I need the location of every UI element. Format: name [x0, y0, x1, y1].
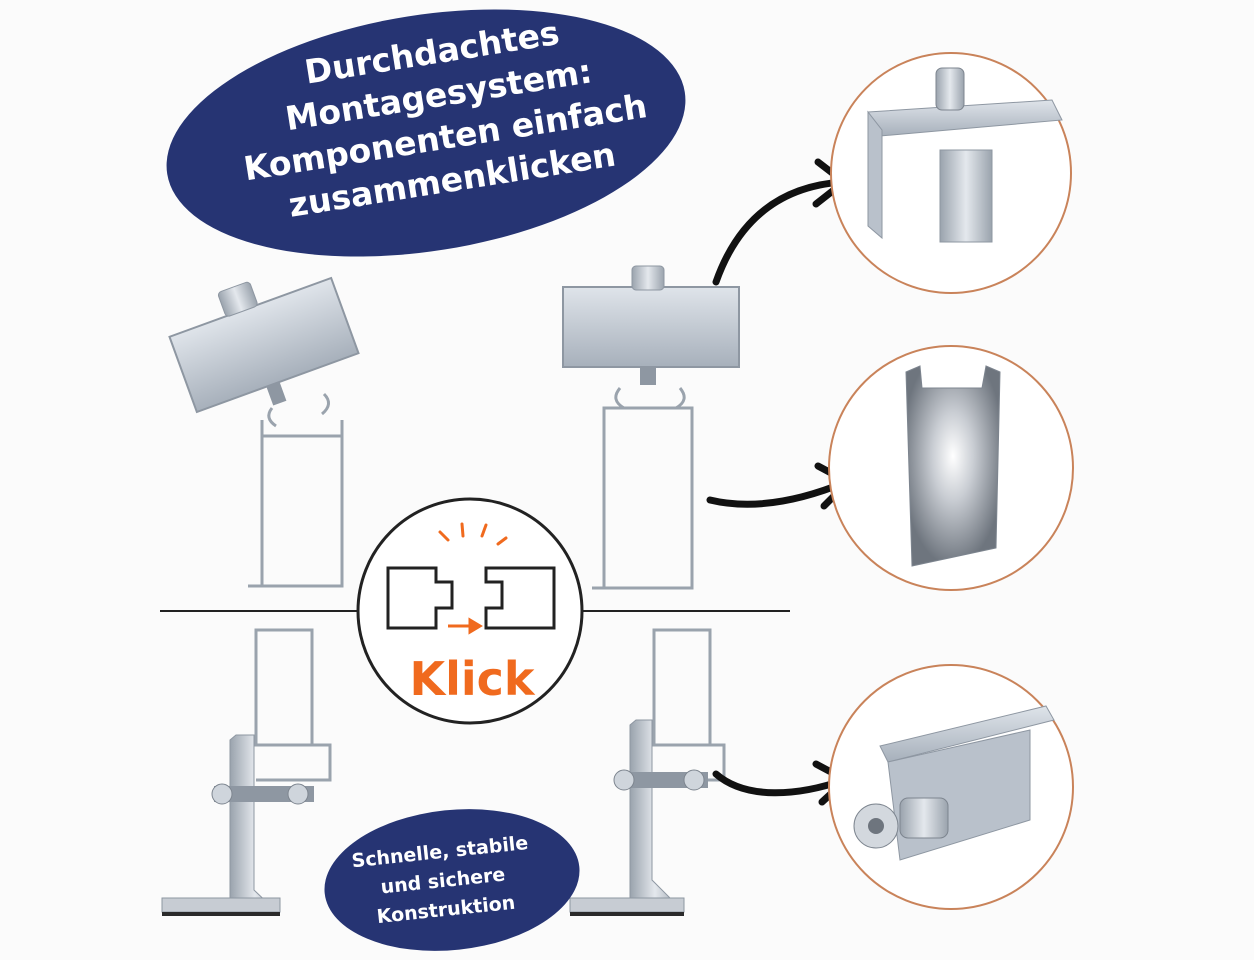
rail-detail-illustration [905, 365, 1001, 567]
bracket-detail-illustration [853, 705, 1055, 861]
klick-circle [356, 497, 584, 725]
clamp-straight [562, 265, 740, 385]
rail-profile-right-top [592, 387, 694, 590]
rail-profile-left-bottom [246, 628, 332, 782]
rail-profile-right-bottom [652, 628, 726, 782]
footer-bubble [324, 809, 580, 951]
clamp-tilted [168, 276, 360, 414]
l-bracket-left [161, 734, 314, 916]
headline-bubble [166, 9, 686, 257]
rail-profile-left-top [248, 392, 344, 588]
klick-label: Klick [409, 652, 535, 706]
connect-arrow-icon [448, 617, 483, 635]
l-bracket-right [569, 719, 708, 916]
puzzle-connect-icon [386, 566, 556, 630]
curved-arrow-icon [706, 158, 854, 806]
spark-lines [438, 522, 508, 546]
clamp-detail-illustration [867, 67, 1063, 243]
